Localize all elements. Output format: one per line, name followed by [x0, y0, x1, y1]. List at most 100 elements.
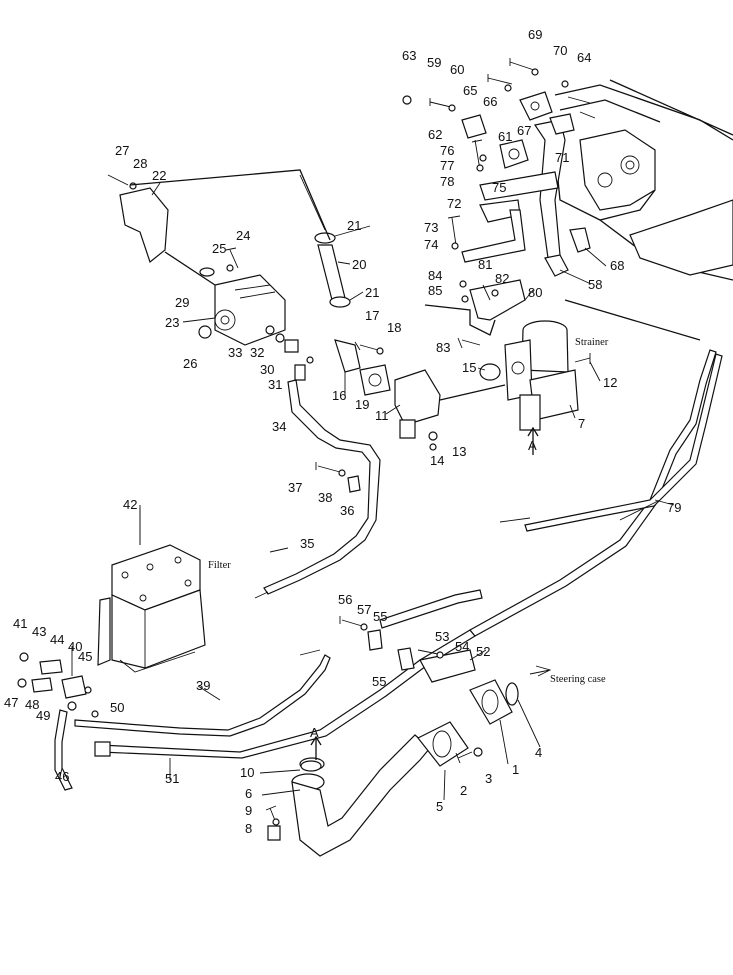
callout-15: 15 — [462, 360, 476, 375]
callout-3: 3 — [485, 771, 492, 786]
callout-70: 70 — [553, 43, 567, 58]
callout-9: 9 — [245, 803, 252, 818]
callout-57: 57 — [357, 602, 371, 617]
callout-54: 54 — [455, 639, 469, 654]
callout-12: 12 — [603, 375, 617, 390]
strainer-7 — [479, 320, 591, 431]
filter-label: Filter — [208, 560, 231, 571]
callout-50: 50 — [110, 700, 124, 715]
callout-18: 18 — [387, 320, 401, 335]
callout-59: 59 — [427, 55, 441, 70]
callout-34: 34 — [272, 419, 286, 434]
bolts-top-cluster — [402, 58, 569, 172]
callout-5: 5 — [436, 799, 443, 814]
callout-74: 74 — [424, 237, 438, 252]
callout-13: 13 — [452, 444, 466, 459]
callout-66: 66 — [483, 94, 497, 109]
callout-72: 72 — [447, 196, 461, 211]
pipe-79 — [379, 299, 723, 637]
callout-37: 37 — [288, 480, 302, 495]
callout-71: 71 — [555, 150, 569, 165]
callout-17: 17 — [365, 308, 379, 323]
callout-19: 19 — [355, 397, 369, 412]
callout-25: 25 — [212, 241, 226, 256]
bracket-80 — [424, 279, 526, 349]
callout-38: 38 — [318, 490, 332, 505]
callout-8: 8 — [245, 821, 252, 836]
bracket-52 — [339, 616, 476, 683]
callout-26: 26 — [183, 356, 197, 371]
callout-39: 39 — [196, 678, 210, 693]
callout-58: 58 — [588, 277, 602, 292]
callout-31: 31 — [268, 377, 282, 392]
transmission-housing — [554, 79, 733, 281]
callout-56: 56 — [338, 592, 352, 607]
callout-45: 45 — [78, 649, 92, 664]
callout-65: 65 — [463, 83, 477, 98]
callout-62: 62 — [428, 127, 442, 142]
callout-81: 81 — [478, 257, 492, 272]
callout-60: 60 — [450, 62, 464, 77]
view-a-label-top: A — [528, 438, 537, 453]
callout-75: 75 — [492, 180, 506, 195]
callout-6: 6 — [245, 786, 252, 801]
view-a-label-bottom: A — [310, 725, 319, 740]
callout-28: 28 — [133, 156, 147, 171]
callout-73: 73 — [424, 220, 438, 235]
steering-case-label: Steering case — [550, 674, 606, 685]
callout-41: 41 — [13, 616, 27, 631]
callout-22: 22 — [152, 168, 166, 183]
pipe-75-assembly — [461, 91, 591, 277]
callout-16: 16 — [332, 388, 346, 403]
callout-4: 4 — [535, 745, 542, 760]
hose-20 — [299, 174, 351, 308]
callout-14: 14 — [430, 453, 444, 468]
callout-35: 35 — [300, 536, 314, 551]
callout-27: 27 — [115, 143, 129, 158]
bolts-36-38 — [315, 462, 361, 493]
callout-44: 44 — [50, 632, 64, 647]
callout-51: 51 — [165, 771, 179, 786]
pump-23 — [107, 169, 331, 346]
callout-80: 80 — [528, 285, 542, 300]
callout-32: 32 — [250, 345, 264, 360]
callout-55-top: 55 — [373, 609, 387, 624]
callout-68: 68 — [610, 258, 624, 273]
callout-78: 78 — [440, 174, 454, 189]
callout-69: 69 — [528, 27, 542, 42]
callout-79: 79 — [667, 500, 681, 515]
callout-49: 49 — [36, 708, 50, 723]
callout-64: 64 — [577, 50, 591, 65]
leader-lines — [59, 182, 675, 801]
callout-53: 53 — [435, 629, 449, 644]
callout-46: 46 — [55, 769, 69, 784]
callout-36: 36 — [340, 503, 354, 518]
callout-24: 24 — [236, 228, 250, 243]
callout-10: 10 — [240, 765, 254, 780]
callout-42: 42 — [123, 497, 137, 512]
callout-2: 2 — [460, 783, 467, 798]
callout-77: 77 — [440, 158, 454, 173]
callout-76: 76 — [440, 143, 454, 158]
callout-7: 7 — [578, 416, 585, 431]
filter-42 — [97, 505, 206, 673]
callout-47: 47 — [4, 695, 18, 710]
callout-43: 43 — [32, 624, 46, 639]
callout-33: 33 — [228, 345, 242, 360]
callout-82: 82 — [495, 271, 509, 286]
elbow-11 — [334, 339, 506, 451]
hose-34 — [254, 325, 381, 599]
callout-1: 1 — [512, 762, 519, 777]
callout-21-bottom: 21 — [365, 285, 379, 300]
callout-20: 20 — [352, 257, 366, 272]
bracket-72 — [447, 199, 526, 263]
strainer-label: Strainer — [575, 337, 609, 348]
suction-tube-6 — [265, 665, 552, 857]
callout-29: 29 — [175, 295, 189, 310]
callout-30: 30 — [260, 362, 274, 377]
callout-83: 83 — [436, 340, 450, 355]
callout-61: 61 — [498, 129, 512, 144]
callout-67: 67 — [517, 123, 531, 138]
callout-63: 63 — [402, 48, 416, 63]
